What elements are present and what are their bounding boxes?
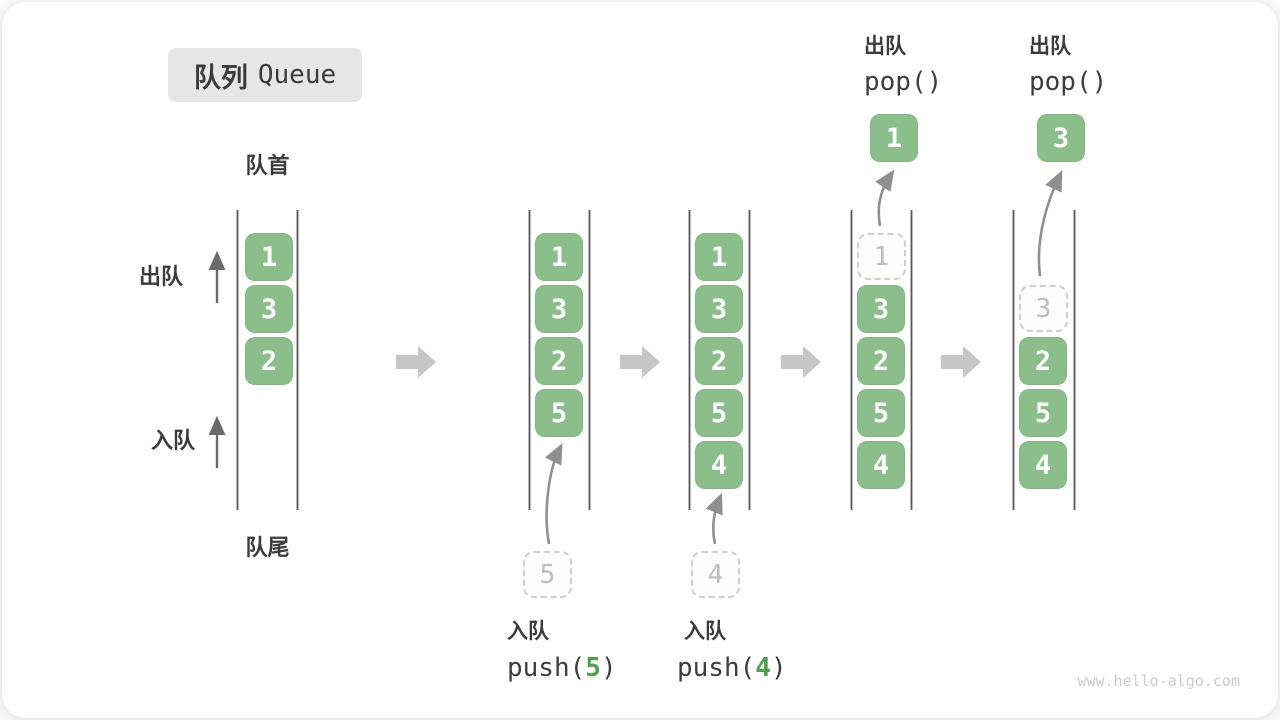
queue-box: 4	[857, 441, 905, 489]
queue-box: 1	[245, 233, 293, 281]
op-code-pop: pop()	[864, 67, 943, 97]
label-dequeue: 出队	[139, 264, 184, 289]
queue-box: 2	[695, 337, 743, 385]
popped-box: 3	[1037, 114, 1085, 162]
queue-box: 3	[695, 285, 743, 333]
op-code-push5: push(5)	[507, 655, 617, 681]
label-enqueue: 入队	[151, 428, 196, 453]
queue-box: 3	[535, 285, 583, 333]
ghost-box-removed: 1	[857, 233, 906, 280]
queue-box: 4	[1019, 441, 1067, 489]
op-code-pop: pop()	[1029, 67, 1108, 97]
ghost-box-incoming: 5	[523, 551, 572, 598]
queue-box: 3	[857, 285, 905, 333]
title-box: 队列 Queue	[168, 48, 362, 102]
queue-box: 1	[695, 233, 743, 281]
code-arg: 4	[755, 653, 771, 683]
ghost-box-removed: 3	[1019, 285, 1068, 332]
queue-box: 2	[245, 337, 293, 385]
queue-box: 5	[695, 389, 743, 437]
title-en: Queue	[257, 60, 337, 90]
op-label-enqueue: 入队	[684, 620, 726, 643]
title-zh: 队列	[193, 62, 248, 93]
queue-box: 1	[535, 233, 583, 281]
op-label-enqueue: 入队	[507, 620, 549, 643]
queue-box: 2	[535, 337, 583, 385]
queue-box: 4	[695, 441, 743, 489]
ghost-box-incoming: 4	[691, 551, 740, 598]
op-label-dequeue: 出队	[1029, 35, 1071, 58]
code-pre: push(	[507, 653, 586, 683]
code-post: )	[770, 653, 787, 683]
watermark: www.hello-algo.com	[1077, 672, 1240, 690]
queue-box: 2	[1019, 337, 1067, 385]
label-queue-front: 队首	[245, 153, 290, 178]
op-code-push4: push(4)	[677, 655, 787, 681]
queue-box: 2	[857, 337, 905, 385]
queue-box: 5	[535, 389, 583, 437]
popped-box: 1	[870, 114, 918, 162]
code-post: )	[600, 653, 617, 683]
label-queue-rear: 队尾	[245, 535, 290, 560]
queue-box: 5	[857, 389, 905, 437]
code-arg: 5	[585, 653, 601, 683]
queue-box: 3	[245, 285, 293, 333]
op-label-dequeue: 出队	[864, 35, 906, 58]
code-pre: push(	[677, 653, 756, 683]
queue-box: 5	[1019, 389, 1067, 437]
